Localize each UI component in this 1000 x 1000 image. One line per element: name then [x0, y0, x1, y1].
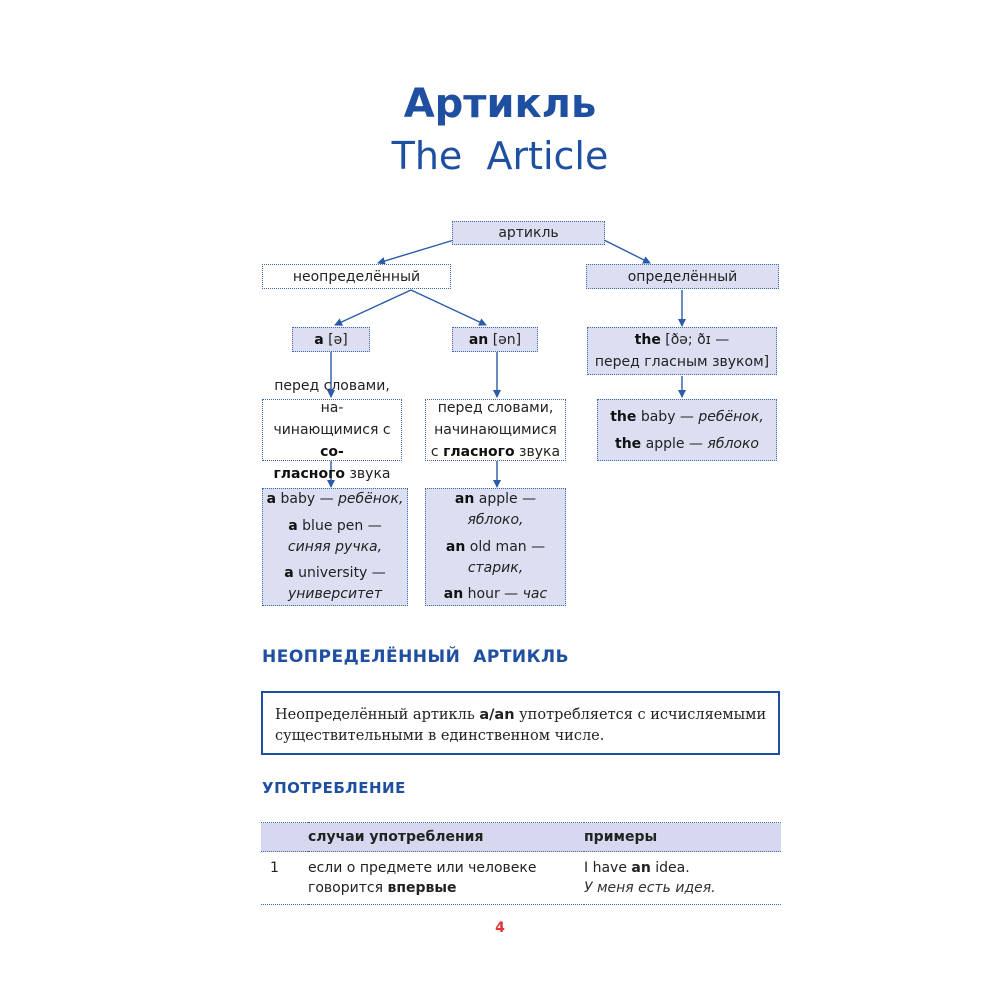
a-transcription: [ə]	[328, 331, 348, 348]
an-rule-line1: перед словами,	[437, 400, 554, 416]
arrow-indef-an	[410, 289, 487, 326]
tree-a-box: a [ə]	[292, 327, 370, 352]
section-heading-usage: УПОТРЕБЛЕНИЕ	[262, 779, 406, 797]
a-example-2-tr: синяя ручка,	[287, 538, 383, 555]
usage-table: случаи употребления примеры 1 если о пре…	[261, 822, 781, 905]
an-example-1: an apple —	[454, 491, 537, 507]
an-example-2: an old man —	[445, 538, 546, 555]
a-rule-box: перед словами, на- чинающимися с со- гла…	[262, 378, 402, 482]
a-rule-line2: чинающимися с	[273, 422, 391, 438]
an-rule-line2: начинающимися	[434, 422, 557, 438]
tree-root-label: артикль	[498, 225, 559, 241]
tree-the-box: the [ðə; ðɪ — перед гласным звуком]	[587, 327, 777, 375]
row-case: если о предмете или человеке говорится в…	[308, 851, 584, 905]
the-transcription: [ðə; ðɪ —	[665, 332, 730, 348]
an-rule-line3-post: звука	[514, 444, 561, 460]
rule-text-post: употребляется с исчисляемыми существител…	[275, 707, 767, 744]
an-rule-line3-pre: с	[430, 444, 444, 460]
a-rule-line2-bold: со-	[320, 444, 344, 460]
page-title-ru: Артикль	[403, 81, 597, 127]
an-rule-box: перед словами, начинающимися с гласного …	[425, 399, 566, 461]
a-example-3-tr: университет	[287, 586, 382, 602]
an-rule-line3-bold: гласного	[443, 444, 515, 460]
an-example-3: an hour — час	[443, 586, 548, 602]
section-heading-indefinite: НЕОПРЕДЕЛЁННЫЙ АРТИКЛЬ	[262, 647, 570, 667]
rule-text-bold: a/an	[479, 707, 515, 723]
row-example-translation: У меня есть идея.	[584, 880, 716, 896]
arrow-root-definite	[603, 239, 651, 264]
col-header-examples: примеры	[584, 822, 781, 852]
an-word: an	[468, 331, 489, 348]
tree-indefinite-box: неопределённый	[262, 264, 451, 289]
a-rule-line3-bold: гласного	[273, 466, 346, 482]
tree-definite-label: определённый	[627, 268, 738, 285]
usage-table-header: случаи употребления примеры	[261, 822, 781, 852]
the-example-2: the apple — яблоко	[615, 435, 759, 452]
page-title-en: The Article	[391, 134, 609, 178]
the-word: the	[634, 332, 661, 348]
arrow-root-indefinite	[377, 239, 455, 265]
a-example-1: a baby — ребёнок,	[266, 491, 404, 507]
rule-box: Неопределённый артикль a/an употребляетс…	[261, 691, 780, 755]
table-row: 1 если о предмете или человеке говорится…	[261, 851, 781, 905]
a-rule-line3: звука	[345, 466, 391, 482]
the-example-1: the baby — ребёнок,	[610, 408, 764, 425]
tree-an-box: an [ən]	[452, 327, 538, 352]
a-example-2: a blue pen —	[288, 517, 382, 534]
a-rule-line1: перед словами, на-	[274, 378, 390, 416]
tree-root-box: артикль	[452, 221, 605, 245]
page-number: 4	[495, 920, 505, 936]
tree-definite-box: определённый	[586, 264, 779, 289]
row-example: I have an idea. У меня есть идея.	[584, 851, 781, 905]
row-number: 1	[261, 851, 308, 905]
the-note: перед гласным звуком]	[594, 354, 770, 370]
tree-indefinite-label: неопределённый	[292, 268, 421, 285]
a-example-3: a university —	[284, 565, 386, 581]
col-header-cases: случаи употребления	[308, 822, 584, 852]
a-word: a	[314, 331, 324, 348]
an-example-1-tr: яблоко,	[467, 512, 524, 528]
rule-text-pre: Неопределённый артикль	[275, 707, 480, 723]
an-example-2-tr: старик,	[467, 559, 524, 576]
the-examples-box: the baby — ребёнок, the apple — яблоко	[597, 399, 777, 461]
a-examples-box: a baby — ребёнок, a blue pen — синяя руч…	[262, 488, 408, 606]
an-examples-box: an apple — яблоко, an old man — старик, …	[425, 488, 566, 606]
arrow-indef-a	[334, 289, 412, 326]
an-transcription: [ən]	[492, 331, 522, 348]
